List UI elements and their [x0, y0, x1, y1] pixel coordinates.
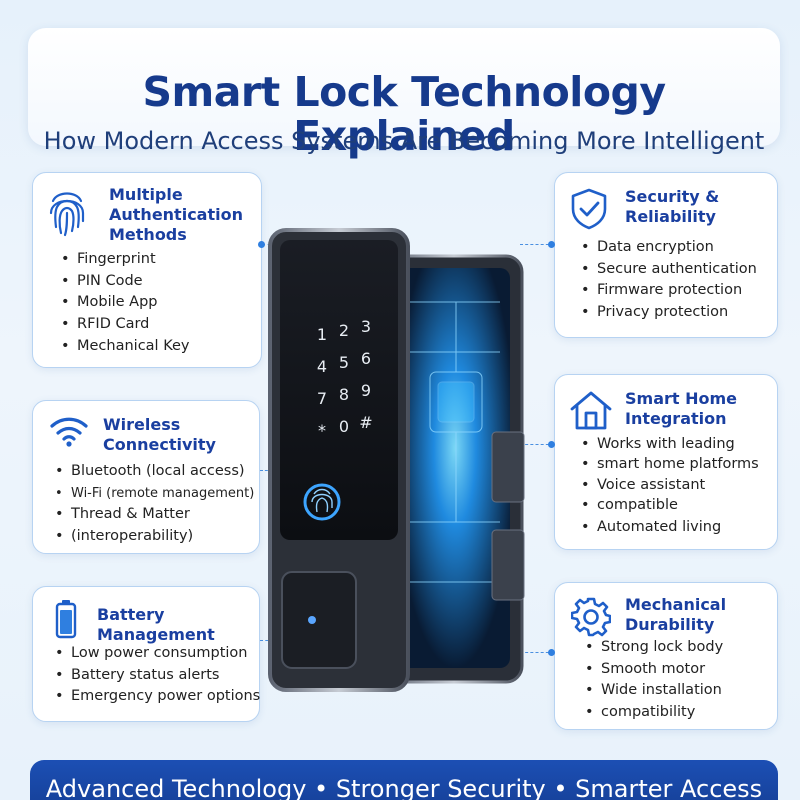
connector-line — [520, 652, 554, 653]
list-item: (interoperability) — [55, 526, 254, 548]
feature-list: Fingerprint PIN Code Mobile App RFID Car… — [61, 249, 189, 358]
list-item: smart home platforms — [581, 455, 759, 475]
page-title: Smart Lock Technology Explained — [142, 68, 666, 160]
list-item: Wide installation — [585, 680, 723, 702]
wifi-icon — [50, 417, 88, 447]
card-authentication: Multiple Authentication Methods Fingerpr… — [32, 172, 262, 368]
list-item: compatible — [581, 496, 759, 516]
card-title-line: Reliability — [625, 207, 716, 226]
list-item: Automated living — [581, 516, 759, 538]
smart-lock-illustration: 1 2 3 4 5 6 7 8 9 * 0 # — [268, 228, 525, 692]
connector-dot — [548, 649, 555, 656]
shield-check-icon — [571, 188, 607, 230]
connector-dot — [548, 441, 555, 448]
house-icon — [570, 391, 612, 430]
list-item: Thread & Matter — [55, 504, 254, 526]
list-item: Mechanical Key — [61, 336, 189, 358]
list-item: Voice assistant — [581, 474, 759, 496]
battery-icon — [55, 600, 77, 639]
card-title-line: Multiple — [109, 185, 183, 204]
list-item: Smooth motor — [585, 659, 723, 681]
keypad: 1 2 3 4 5 6 7 8 9 * 0 # — [317, 317, 373, 440]
keypad-key: 5 — [339, 353, 349, 372]
card-title: Mechanical Durability — [625, 595, 726, 635]
list-item: Bluetooth (local access) — [55, 461, 254, 483]
keypad-key: 2 — [339, 321, 349, 340]
feature-list: Works with leading smart home platforms … — [581, 435, 759, 538]
list-item: Mobile App — [61, 292, 189, 314]
footer-tagline: Advanced Technology • Stronger Security … — [45, 775, 763, 800]
footer-banner: Advanced Technology • Stronger Security … — [30, 760, 778, 800]
card-battery: Battery Management Low power consumption… — [32, 586, 260, 722]
header-banner: Smart Lock Technology Explained How Mode… — [28, 28, 780, 158]
list-item-continuation: compatible — [597, 497, 678, 513]
card-title-line: Connectivity — [103, 435, 216, 454]
connector-dot — [258, 241, 265, 248]
list-item: Emergency power options — [55, 686, 260, 708]
list-item: Secure authentication — [581, 259, 757, 281]
card-title-line: Integration — [625, 409, 727, 428]
list-item-continuation: smart home platforms — [597, 455, 759, 472]
list-item: Fingerprint — [61, 249, 189, 271]
card-title: Battery Management — [97, 605, 215, 644]
list-item: Works with leading — [581, 435, 759, 455]
connector-line — [520, 444, 554, 445]
list-item: Strong lock body — [585, 637, 723, 659]
list-item: PIN Code — [61, 271, 189, 293]
card-title-line: Security & — [625, 187, 720, 206]
card-title: Security & Reliability — [625, 187, 719, 227]
card-title: Wireless Connectivity — [103, 415, 216, 455]
card-wireless: Wireless Connectivity Bluetooth (local a… — [32, 400, 260, 554]
feature-list: Low power consumption Battery status ale… — [55, 643, 260, 708]
card-title: Smart Home Integration — [625, 389, 737, 429]
keypad-key: 8 — [339, 385, 349, 404]
card-title-line: Smart Home — [625, 389, 738, 408]
keypad-key: * — [318, 421, 326, 440]
connector-dot — [548, 241, 555, 248]
card-title-line: Authentication — [109, 205, 243, 224]
fingerprint-icon — [49, 192, 85, 237]
card-title-line: Methods — [109, 225, 187, 244]
feature-list: Bluetooth (local access) Wi-Fi (remote m… — [55, 461, 254, 548]
keypad-key: 7 — [317, 389, 327, 408]
keypad-key: 4 — [317, 357, 327, 376]
list-item-continuation: compatibility — [601, 704, 696, 721]
list-item: Firmware protection — [581, 280, 757, 302]
card-title-line: Mechanical — [625, 595, 727, 614]
list-item: RFID Card — [61, 314, 189, 336]
keypad-key: 6 — [361, 349, 371, 368]
connector-line — [520, 244, 554, 245]
keypad-key: 3 — [361, 317, 371, 336]
list-item: Data encryption — [581, 237, 757, 259]
list-item: Battery status alerts — [55, 665, 260, 687]
feature-list: Strong lock body Smooth motor Wide insta… — [585, 637, 723, 724]
list-item: compatibility — [585, 702, 723, 724]
feature-list: Data encryption Secure authentication Fi… — [581, 237, 757, 324]
keypad-key: # — [359, 413, 372, 432]
card-title-line: Durability — [625, 615, 715, 634]
gear-icon — [571, 597, 611, 637]
keypad-key: 9 — [361, 381, 371, 400]
list-item: Low power consumption — [55, 643, 260, 665]
card-security: Security & Reliability Data encryption S… — [554, 172, 778, 338]
card-mechanical: Mechanical Durability Strong lock body S… — [554, 582, 778, 730]
card-smart-home: Smart Home Integration Works with leadin… — [554, 374, 778, 550]
keypad-key: 0 — [339, 417, 349, 436]
keypad-key: 1 — [317, 325, 327, 344]
card-title-line: Wireless — [103, 415, 181, 434]
card-title: Multiple Authentication Methods — [109, 185, 243, 245]
page-subtitle: How Modern Access Systems Are Becoming M… — [43, 127, 765, 155]
list-item: Wi-Fi (remote management) — [55, 483, 254, 505]
list-item: Privacy protection — [581, 302, 757, 324]
